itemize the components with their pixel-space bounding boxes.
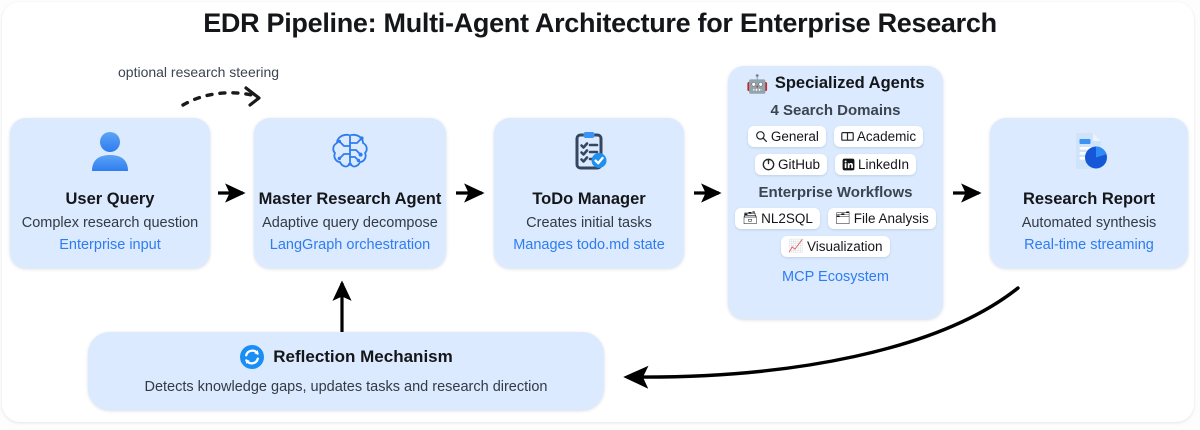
card-index-emoji: 🗂 [834,211,851,226]
robot-emoji: 🤖 [746,73,769,94]
chip-label: NL2SQL [761,211,813,226]
node-title: ToDo Manager [532,190,646,208]
panel-specialized-agents[interactable]: 🤖 Specialized Agents 4 Search Domains Ge… [728,66,943,319]
page-title: EDR Pipeline: Multi-Agent Architecture f… [203,8,997,38]
node-master-research-agent[interactable]: Master Research Agent Adaptive query dec… [254,118,446,268]
panel-heading: 🤖 Specialized Agents [728,74,943,93]
search-domains-row-1: General Academic [728,126,943,147]
refresh-cycle-icon [239,344,265,370]
chip-label: File Analysis [853,211,929,226]
node-accent: LangGraph orchestration [269,237,431,253]
open-book-icon [841,130,854,143]
github-icon [762,158,775,171]
node-user-query[interactable]: User Query Complex research question Ent… [10,118,210,268]
chip-label: GitHub [777,157,820,172]
node-accent: Manages todo.md state [513,237,665,253]
enterprise-workflows-label: Enterprise Workflows [758,184,913,201]
search-domains-row-2: GitHub LinkedIn [728,154,943,175]
panel-heading-label: Specialized Agents [774,74,925,92]
chip-academic[interactable]: Academic [833,126,924,147]
panel-accent-mcp-ecosystem: MCP Ecosystem [782,269,889,285]
chip-label: General [770,129,819,144]
node-subtitle: Adaptive query decompose [262,215,438,231]
clipboard-checklist-icon [494,118,684,182]
annotation-optional-research-steering: optional research steering [118,64,280,80]
chart-increasing-emoji: 📈 [788,239,804,254]
user-avatar-icon [10,118,210,182]
chip-nl2sql[interactable]: 🗃 NL2SQL [735,208,820,229]
chip-linkedin[interactable]: LinkedIn [834,154,917,175]
reflection-title: Reflection Mechanism [273,347,453,366]
workflows-row-2: 📈 Visualization [728,236,943,257]
node-subtitle: Complex research question [21,215,199,231]
chip-label: Academic [856,129,917,144]
chip-file-analysis[interactable]: 🗂 File Analysis [827,208,936,229]
database-emoji: 🗃 [742,211,759,226]
node-todo-manager[interactable]: ToDo Manager Creates initial tasks Manag… [494,118,684,268]
chip-label: Visualization [807,239,883,254]
node-title: User Query [65,190,155,208]
magnifier-icon [755,130,768,143]
reflection-heading: Reflection Mechanism [88,344,604,370]
chip-general[interactable]: General [747,126,826,147]
document-piechart-icon [990,118,1188,182]
workflows-row-1: 🗃 NL2SQL 🗂 File Analysis [728,208,943,229]
linkedin-icon [842,158,855,171]
chip-label: LinkedIn [857,157,910,172]
node-accent: Real-time streaming [1024,237,1154,253]
chip-visualization[interactable]: 📈 Visualization [781,236,890,257]
reflection-subtitle: Detects knowledge gaps, updates tasks an… [144,379,548,395]
chip-github[interactable]: GitHub [754,154,827,175]
node-accent: Enterprise input [59,237,161,253]
node-title: Master Research Agent [258,190,442,208]
node-research-report[interactable]: Research Report Automated synthesis Real… [990,118,1188,268]
node-reflection-mechanism[interactable]: Reflection Mechanism Detects knowledge g… [88,332,604,410]
node-subtitle: Automated synthesis [1021,215,1157,231]
brain-circuit-icon [254,118,446,182]
search-domains-label: 4 Search Domains [770,102,901,119]
node-title: Research Report [1022,190,1156,208]
node-subtitle: Creates initial tasks [526,215,652,231]
